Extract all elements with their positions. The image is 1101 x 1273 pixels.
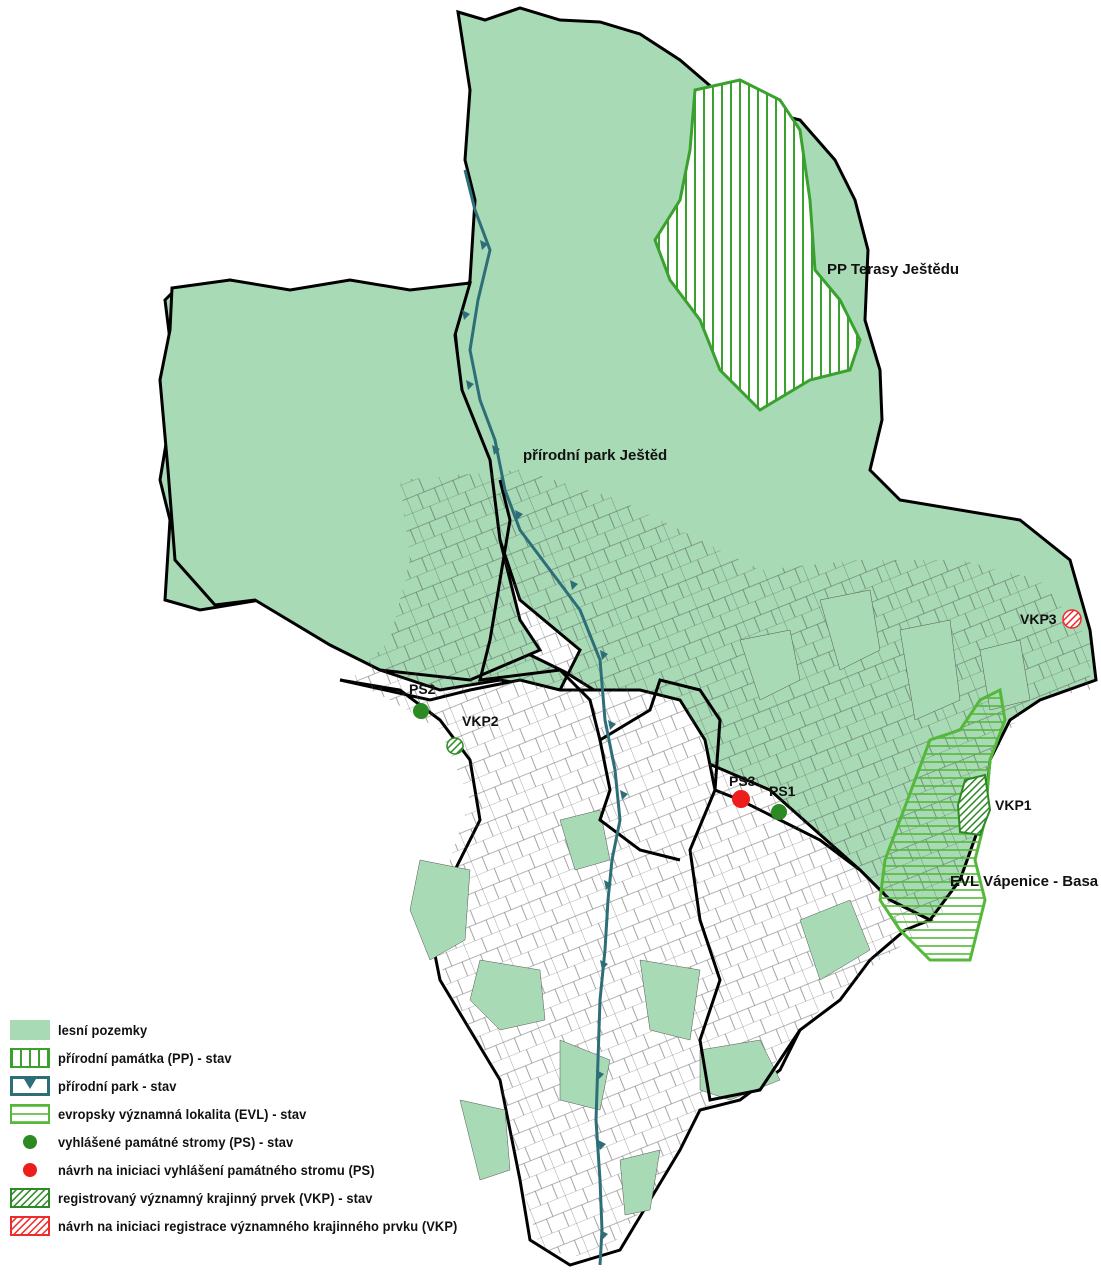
label-evl-vapenice: EVL Vápenice - Basa — [950, 873, 1099, 890]
vkp2-marker — [446, 737, 464, 755]
green-hatch-icon — [10, 1187, 50, 1209]
forest-swatch-icon — [10, 1019, 50, 1041]
legend-label: návrh na iniciaci vyhlášení památného st… — [58, 1162, 375, 1178]
legend-label: vyhlášené památné stromy (PS) - stav — [58, 1134, 294, 1150]
ps3-marker — [732, 790, 750, 808]
label-park-jested: přírodní park Ještěd — [523, 447, 667, 464]
label-pp-terasy: PP Terasy Ještědu — [827, 261, 959, 278]
red-hatch-icon — [10, 1215, 50, 1237]
ps2-marker — [413, 703, 429, 719]
map-legend: lesní pozemky přírodní památka (PP) - st… — [10, 1016, 570, 1240]
legend-item: lesní pozemky — [10, 1016, 570, 1044]
label-ps3: PS3 — [729, 773, 756, 789]
label-vkp3: VKP3 — [1020, 611, 1057, 627]
red-dot-icon — [10, 1159, 50, 1181]
pp-vertical-stripes-icon — [10, 1047, 50, 1069]
label-vkp1: VKP1 — [995, 797, 1032, 813]
vkp3-marker — [1062, 609, 1082, 629]
nature-park-boundary — [463, 169, 622, 1266]
pp-terasy-area — [653, 78, 862, 412]
cadastral-parcels — [350, 470, 1090, 1260]
evl-horizontal-stripes-icon — [10, 1103, 50, 1125]
legend-label: evropsky významná lokalita (EVL) - stav — [58, 1106, 307, 1122]
label-ps1: PS1 — [769, 783, 796, 799]
legend-item: vyhlášené památné stromy (PS) - stav — [10, 1128, 570, 1156]
cadastral-boundary-inner-2 — [598, 739, 681, 862]
nature-park-boundary-icon — [10, 1075, 50, 1097]
legend-item: přírodní park - stav — [10, 1072, 570, 1100]
legend-label: přírodní památka (PP) - stav — [58, 1050, 232, 1066]
label-vkp2: VKP2 — [462, 713, 499, 729]
evl-vapenice-area — [878, 687, 1007, 962]
legend-item: evropsky významná lokalita (EVL) - stav — [10, 1100, 570, 1128]
cadastral-boundary-inner — [478, 479, 802, 1102]
legend-label: registrovaný významný krajinný prvek (VK… — [58, 1190, 373, 1206]
label-ps2: PS2 — [409, 681, 436, 697]
legend-item: registrovaný významný krajinný prvek (VK… — [10, 1184, 570, 1212]
legend-item: přírodní památka (PP) - stav — [10, 1044, 570, 1072]
green-dot-icon — [10, 1131, 50, 1153]
vkp1-area — [956, 773, 992, 837]
legend-label: lesní pozemky — [58, 1022, 148, 1038]
legend-label: přírodní park - stav — [58, 1078, 177, 1094]
nature-park-markers — [462, 240, 628, 1240]
ps1-marker — [771, 804, 787, 820]
legend-item: návrh na iniciaci registrace významného … — [10, 1212, 570, 1240]
legend-item: návrh na iniciaci vyhlášení památného st… — [10, 1156, 570, 1184]
legend-label: návrh na iniciaci registrace významného … — [58, 1218, 458, 1234]
